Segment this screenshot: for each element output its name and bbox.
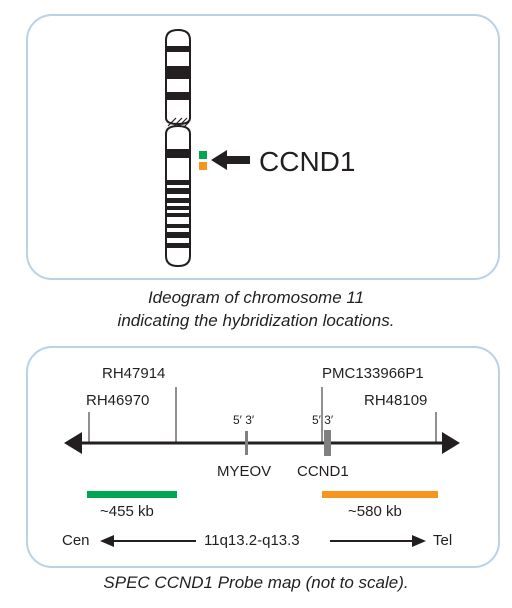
probe-map-caption: SPEC CCND1 Probe map (not to scale). <box>103 573 409 592</box>
marker-label-rh48109: RH48109 <box>364 392 428 409</box>
band <box>167 206 189 210</box>
band <box>167 180 189 185</box>
band <box>167 232 189 238</box>
band <box>167 149 189 158</box>
gene-block-myeov <box>245 431 248 455</box>
orange-probe-size: ~580 kb <box>348 503 402 520</box>
region-arrow-right-head <box>412 535 426 547</box>
green-probe-bar <box>87 491 177 498</box>
band <box>167 198 189 203</box>
myeov-orientation: 5′ 3′ <box>233 413 255 427</box>
tel-label: Tel <box>433 532 453 549</box>
band <box>167 92 189 100</box>
cen-label: Cen <box>62 532 90 549</box>
marker-label-rh46970: RH46970 <box>86 392 150 409</box>
band <box>167 224 189 228</box>
region-arrow-left-head <box>100 535 114 547</box>
ideogram-caption-line1: Ideogram of chromosome 11 <box>147 288 365 307</box>
marker-label-pmc133966p1: PMC133966P1 <box>322 365 424 382</box>
green-probe-size: ~455 kb <box>100 503 154 520</box>
band <box>167 213 189 217</box>
region-label: 11q13.2-q13.3 <box>204 532 300 549</box>
gene-label-ccnd1-map: CCND1 <box>297 463 349 480</box>
green-signal-mark <box>199 151 207 159</box>
ideogram-panel <box>26 14 500 280</box>
ideogram-caption: Ideogram of chromosome 11 indicating the… <box>0 286 512 332</box>
probe-map-panel <box>26 346 500 568</box>
band <box>167 66 189 79</box>
ccnd1-orientation: 5′ 3′ <box>312 413 334 427</box>
axis-arrow-left <box>64 432 82 454</box>
band <box>167 188 189 194</box>
pointer-arrow <box>211 150 250 170</box>
ideogram-caption-line2: indicating the hybridization locations. <box>117 311 395 330</box>
band <box>167 243 189 248</box>
axis-arrow-right <box>442 432 460 454</box>
chromosome-q-arm <box>165 124 191 268</box>
gene-label-ccnd1: CCND1 <box>259 146 356 177</box>
marker-label-rh47914: RH47914 <box>102 365 166 382</box>
gene-label-myeov: MYEOV <box>217 463 272 480</box>
band <box>167 46 189 52</box>
gene-block-ccnd1 <box>324 430 331 456</box>
orange-signal-mark <box>199 162 207 170</box>
orange-probe-bar <box>322 491 438 498</box>
